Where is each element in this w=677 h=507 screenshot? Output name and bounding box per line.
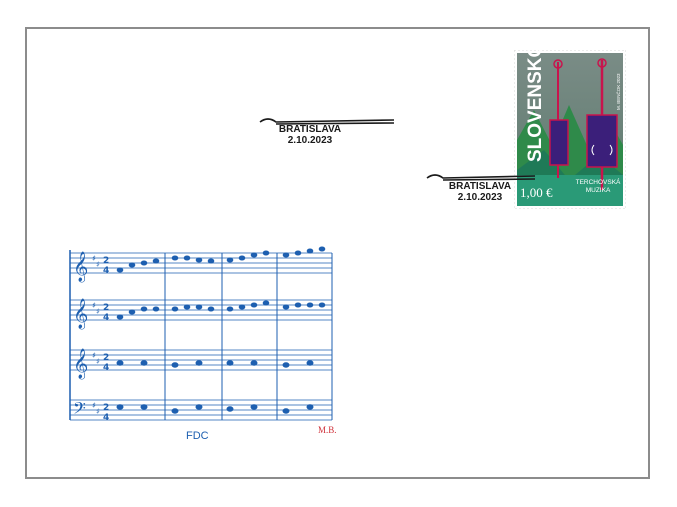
svg-text:♯: ♯ — [92, 351, 96, 360]
staff-2 — [70, 299, 332, 321]
svg-text:♯: ♯ — [92, 401, 96, 410]
music-score-cachet: 𝄞 𝄞 𝄞 𝄢 ♯♯ ♯♯ ♯♯ ♯♯ 24 24 24 24 — [69, 246, 333, 423]
fdc-label: FDC — [186, 430, 209, 442]
stamp-value: 1,00 € — [520, 185, 553, 200]
treble-clef-icon: 𝄞 — [73, 251, 88, 283]
svg-text:♯: ♯ — [96, 357, 100, 366]
staff-3 — [70, 349, 332, 371]
svg-text:♯: ♯ — [96, 307, 100, 316]
notes — [116, 246, 326, 414]
svg-text:4: 4 — [103, 313, 109, 323]
postmark-2-city: BRATISLAVA — [448, 181, 512, 192]
postmark-1-date: 2.10.2023 — [287, 135, 333, 146]
stamp-credit: M. BENČOK 2023 — [615, 73, 621, 110]
postmark-wave-2 — [426, 174, 536, 181]
svg-text:♯: ♯ — [96, 260, 100, 269]
svg-text:♯: ♯ — [96, 407, 100, 416]
svg-text:2: 2 — [103, 353, 109, 363]
treble-clef-icon: 𝄞 — [73, 348, 88, 380]
svg-text:♯: ♯ — [92, 254, 96, 263]
svg-text:2: 2 — [103, 256, 109, 266]
svg-text:2: 2 — [103, 403, 109, 413]
postmark-2-date: 2.10.2023 — [457, 192, 503, 203]
bass-clef-icon: 𝄢 — [73, 398, 86, 422]
staff-1 — [70, 252, 332, 274]
svg-text:4: 4 — [103, 363, 109, 373]
postmark-1: BRATISLAVA 2.10.2023 — [270, 124, 350, 146]
postmark-1-city: BRATISLAVA — [278, 124, 342, 135]
bass-illustration — [586, 58, 618, 190]
stamp-title-line2: MUZIKA — [586, 187, 611, 194]
svg-text:4: 4 — [103, 413, 109, 423]
svg-text:4: 4 — [103, 266, 109, 276]
svg-text:2: 2 — [103, 303, 109, 313]
staff-4 — [70, 399, 332, 421]
postage-stamp: SLOVENSKO 1,00 € TERCHOVSKÁ MUZIKA M. BE… — [514, 50, 626, 209]
stamp-title-line1: TERCHOVSKÁ — [576, 177, 621, 186]
svg-text:♯: ♯ — [92, 301, 96, 310]
postmark-wave-1 — [259, 118, 395, 125]
stamp-country: SLOVENSKO — [525, 50, 546, 162]
designer-signature: M.B. — [318, 425, 337, 435]
treble-clef-icon: 𝄞 — [73, 298, 88, 330]
violin-illustration — [549, 59, 569, 178]
postmark-2: BRATISLAVA 2.10.2023 — [440, 181, 520, 203]
